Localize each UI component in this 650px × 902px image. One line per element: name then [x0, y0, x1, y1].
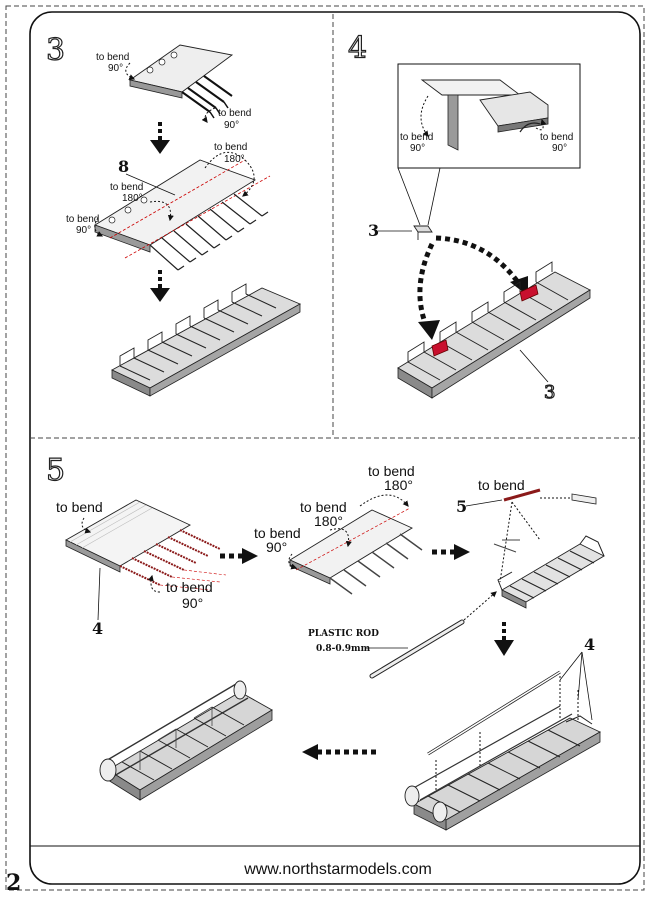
leader-line [519, 349, 549, 383]
arrowhead-icon [302, 744, 318, 760]
step-4-number: 4 [348, 31, 367, 66]
step-3-bend-180-left-2: 180° [122, 193, 143, 204]
step-5-small-part [571, 493, 597, 505]
step-4-panel: 4 to bend 90° to bend 90° 3 [347, 30, 591, 404]
bend-arrow-icon [149, 200, 174, 222]
plastic-rod-highlight [370, 620, 464, 678]
step-3-bend-90-1: to bend [66, 214, 99, 225]
step-5-bend-e-2: 90° [266, 539, 287, 555]
detail-leader-lines [397, 167, 441, 226]
step-5-bend-a: to bend [56, 499, 103, 515]
red-part-marker [431, 339, 449, 357]
step-4-ref-3: 3 [544, 382, 555, 403]
placement-arrow-icon [417, 242, 435, 332]
step-3-bend-label-b2: 90° [224, 120, 239, 131]
step-5-final-assembly [404, 705, 601, 831]
assembly-dotted-lines [435, 676, 579, 808]
step-5-callout-5: 5 [456, 497, 467, 516]
arrowhead-icon [494, 640, 514, 656]
plastic-rod-label: PLASTIC ROD [308, 629, 379, 639]
page-frame [29, 11, 641, 885]
step-5-bend-c-2: 180° [384, 477, 413, 493]
step-3-bend-180-right-2: 180° [224, 154, 245, 165]
bend-arrow-icon [359, 494, 409, 507]
step-3-bend-label-a2: 90° [108, 63, 123, 74]
step-4-detail-bend-right-1: to bend [540, 132, 573, 143]
step-5-bend-b-2: 90° [182, 595, 203, 611]
step-5-final-result [99, 680, 273, 801]
bend-arrow-icon [329, 528, 352, 548]
step-5-bend-b-1: to bend [166, 579, 213, 595]
step-5-bend-e-1: to bend [254, 525, 301, 541]
rod-top-highlight [427, 671, 561, 755]
arrowhead-icon [418, 320, 440, 340]
small-strip [493, 539, 520, 553]
footer-url: www.northstarmodels.com [243, 861, 432, 878]
step-5-panel: 5 to bend to bend 90° 4 to bend 180° to … [45, 452, 605, 831]
step-3-bend-label-a1: to bend [96, 52, 129, 63]
step-5-bend-d-1: to bend [300, 499, 347, 515]
step-3-callout-8: 8 [118, 157, 129, 176]
bend-arrow-icon [288, 553, 298, 570]
bend-arrow-icon [535, 118, 547, 131]
step-5-bend-f: to bend [478, 477, 525, 493]
step-4-detail-bend-left-1: to bend [400, 132, 433, 143]
bend-arrow-icon [125, 62, 136, 80]
plastic-rod-size: 0.8-0.9mm [316, 644, 371, 654]
step-5-part-a [65, 499, 227, 591]
step-5-bend-d-2: 180° [314, 513, 343, 529]
arrowhead-icon [242, 548, 258, 564]
step-5-bend-c-1: to bend [368, 463, 415, 479]
step-4-detail-drawing [420, 79, 549, 151]
step-3-bend-180-right-1: to bend [214, 142, 247, 153]
step-5-small-strip [503, 488, 541, 502]
step-4-detail-bend-right-2: 90° [552, 143, 567, 154]
dashed-border [5, 5, 645, 891]
arrowhead-icon [454, 544, 470, 560]
step-4-callout-3: 3 [368, 221, 379, 240]
placement-dotted-lines [499, 497, 578, 583]
red-part-marker [519, 284, 539, 302]
step-4-small-part [413, 225, 433, 240]
step-3-part-middle [93, 159, 271, 271]
bend-arrow-icon [147, 574, 161, 593]
step-5-callout-4b: 4 [584, 635, 595, 654]
page-number: 2 [6, 870, 21, 896]
step-4-detail-bend-left-2: 90° [410, 143, 425, 154]
rod-placement-arrow-icon [463, 591, 497, 621]
step-3-number: 3 [46, 33, 65, 68]
step-5-part-c [497, 535, 605, 609]
arrowhead-icon [150, 288, 170, 302]
step-5-callout-4: 4 [92, 619, 103, 638]
step-3-part-result [111, 283, 302, 397]
arrowhead-icon [150, 140, 170, 154]
placement-arrow-icon [435, 235, 525, 290]
step-5-part-b [289, 507, 423, 595]
step-3-part-top [128, 44, 234, 119]
bend-arrow-icon [81, 517, 92, 534]
step-3-bend-90-2: 90° [76, 225, 91, 236]
step-5-number: 5 [46, 453, 65, 488]
bend-arrow-icon [204, 152, 255, 197]
leader-line [125, 173, 176, 196]
leader-line [465, 499, 503, 507]
step-3-bend-label-b1: to bend [218, 108, 251, 119]
step-3-panel: 3 to bend 90° to bend 90° [45, 32, 302, 397]
leader-line [97, 567, 101, 621]
step-4-louvre [397, 261, 591, 399]
step-3-bend-180-left-1: to bend [110, 182, 143, 193]
bend-arrow-icon [201, 107, 216, 123]
leader-lines [559, 651, 593, 721]
